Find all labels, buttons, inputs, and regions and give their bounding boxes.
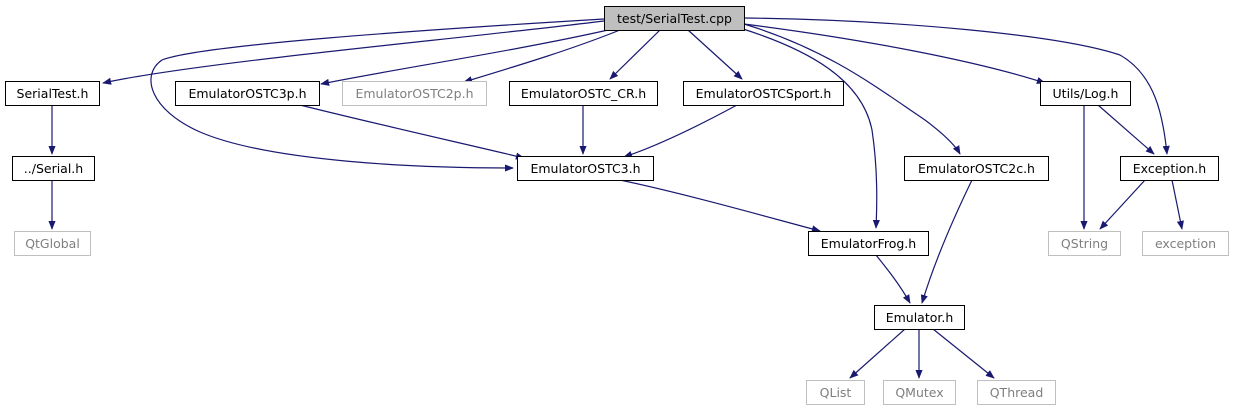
edge-serialtest-cpp-to-ostc3p-h [320, 29, 609, 86]
node-box [874, 305, 965, 330]
node-serialtest-h[interactable]: SerialTest.h [5, 81, 100, 106]
node-ostccr-h[interactable]: EmulatorOSTC_CR.h [509, 81, 658, 106]
node-serial-h[interactable]: ../Serial.h [12, 156, 95, 181]
node-box [808, 231, 929, 256]
node-qlist: QList [806, 380, 865, 405]
node-box [1040, 81, 1131, 106]
node-box [1142, 231, 1229, 256]
node-label: Emulator.h [886, 310, 954, 325]
edge-serialtest-cpp-to-frog-h [739, 27, 880, 229]
node-frog-h[interactable]: EmulatorFrog.h [808, 231, 929, 256]
node-ostcsport-h[interactable]: EmulatorOSTCSport.h [683, 81, 844, 106]
edge-log-h-to-exception-h [1097, 104, 1155, 155]
node-label: EmulatorFrog.h [821, 236, 916, 251]
node-label: EmulatorOSTC2c.h [918, 161, 1035, 176]
node-label: QString [1061, 236, 1108, 251]
edge-serialtest-cpp-to-ostc2c-h [743, 23, 961, 155]
edge-ostc2c-h-to-emulator-h [920, 179, 973, 304]
node-label: EmulatorOSTC3p.h [188, 86, 306, 101]
node-box [175, 81, 320, 106]
node-serialtest-cpp[interactable]: test/SerialTest.cpp [604, 6, 745, 31]
node-box [5, 81, 100, 106]
node-label: Utils/Log.h [1053, 86, 1119, 101]
edge-serialtest-cpp-to-ostc2p-h [463, 29, 621, 84]
node-qthread: QThread [977, 380, 1056, 405]
edge-emulator-h-to-qthread [932, 328, 995, 379]
node-label: EmulatorOSTCSport.h [696, 86, 832, 101]
node-ostc3p-h[interactable]: EmulatorOSTC3p.h [175, 81, 320, 106]
node-box [14, 231, 91, 256]
node-label: ../Serial.h [24, 161, 83, 176]
edge-serialtest-cpp-to-log-h [743, 23, 1046, 84]
node-box [977, 380, 1056, 405]
node-label: exception [1155, 236, 1216, 251]
edge-emulator-h-to-qlist [849, 328, 906, 379]
node-label: QList [820, 385, 852, 400]
node-ostc2p-h: EmulatorOSTC2p.h [342, 81, 487, 106]
node-label: test/SerialTest.cpp [617, 11, 732, 26]
edge-frog-h-to-emulator-h [875, 254, 911, 304]
node-exception: exception [1142, 231, 1229, 256]
node-label: QThread [990, 385, 1044, 400]
node-qmutex: QMutex [883, 380, 956, 405]
edge-serialtest-cpp-to-ostcsport-h [687, 29, 743, 80]
node-label: Exception.h [1133, 161, 1206, 176]
node-ostc2c-h[interactable]: EmulatorOSTC2c.h [904, 156, 1049, 181]
edge-serialtest-cpp-to-exception-h [743, 17, 1170, 155]
node-box [806, 380, 865, 405]
node-emulator-h[interactable]: Emulator.h [874, 305, 965, 330]
node-label: EmulatorOSTC3.h [530, 161, 640, 176]
node-ostc3-h[interactable]: EmulatorOSTC3.h [517, 156, 654, 181]
node-box [1048, 231, 1121, 256]
node-box [883, 380, 956, 405]
edge-serialtest-cpp-to-ostc3-h [150, 18, 605, 172]
node-log-h[interactable]: Utils/Log.h [1040, 81, 1131, 106]
node-label: QMutex [895, 385, 943, 400]
edge-serialtest-cpp-to-ostccr-h [609, 29, 661, 80]
node-box [1120, 156, 1219, 181]
edge-ostcsport-h-to-ostc3-h [623, 104, 738, 158]
edge-serialtest-cpp-to-serialtest-h [102, 20, 605, 85]
node-label: SerialTest.h [17, 86, 89, 101]
node-label: EmulatorOSTC_CR.h [521, 86, 646, 101]
node-box [342, 81, 487, 106]
edge-ostc3-h-to-frog-h [619, 179, 821, 233]
node-qstring: QString [1048, 231, 1121, 256]
edge-exception-h-to-exception [1171, 179, 1184, 230]
node-qtglobal: QtGlobal [14, 231, 91, 256]
node-label: EmulatorOSTC2p.h [355, 86, 473, 101]
node-label: QtGlobal [25, 236, 80, 251]
node-box [12, 156, 95, 181]
node-box [904, 156, 1049, 181]
node-box [517, 156, 654, 181]
node-box [604, 6, 745, 31]
node-exception-h[interactable]: Exception.h [1120, 156, 1219, 181]
node-box [683, 81, 844, 106]
edge-exception-h-to-qstring [1099, 179, 1146, 230]
edge-ostc3p-h-to-ostc3-h [299, 104, 525, 160]
node-box [509, 81, 658, 106]
